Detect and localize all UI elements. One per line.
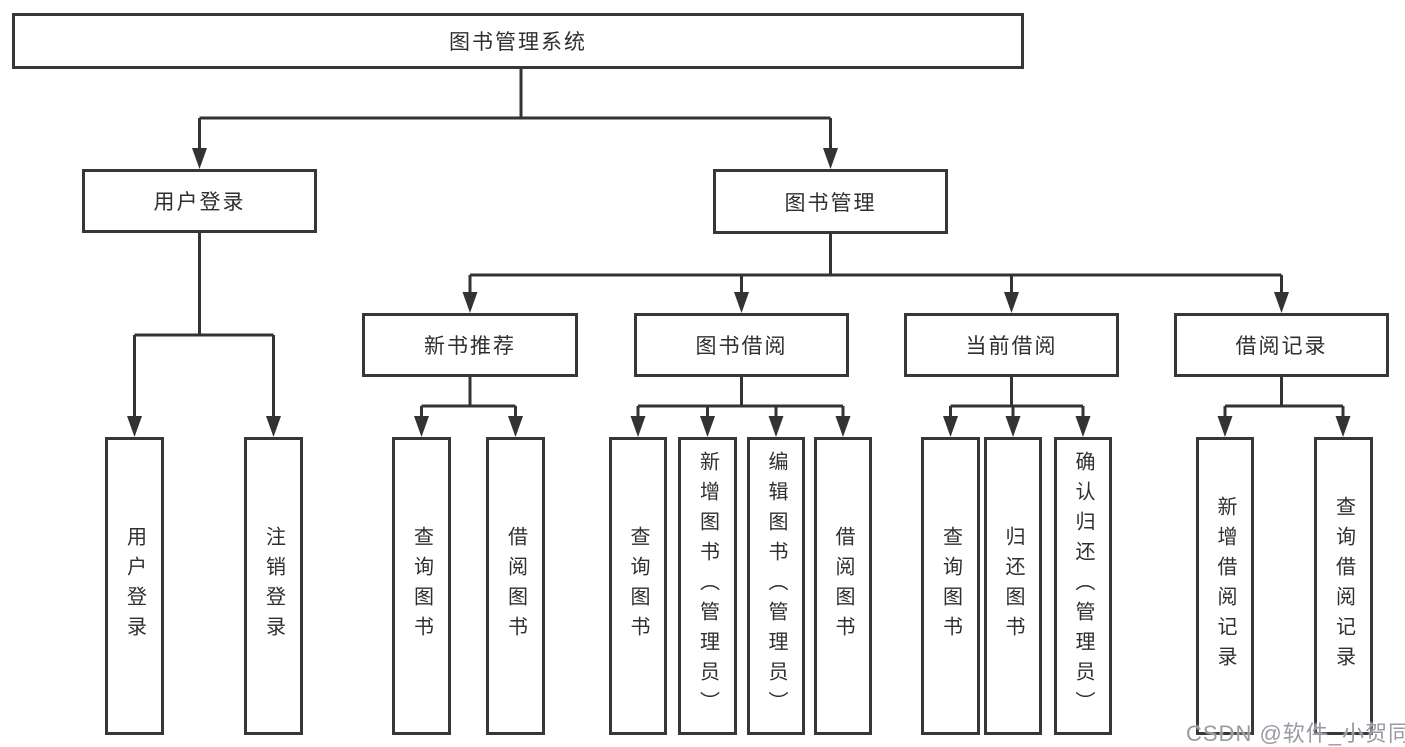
leaf-edit-books-admin: 编辑图书（管理员） <box>747 437 805 735</box>
node-new-book-recommend: 新书推荐 <box>362 313 578 377</box>
node-book-borrow: 图书借阅 <box>634 313 849 377</box>
leaf-user-login: 用户登录 <box>105 437 164 735</box>
connector-arrowhead <box>266 416 281 437</box>
leaf-current-query-books: 查询图书 <box>921 437 980 735</box>
connector-arrowhead <box>1335 416 1351 437</box>
connector-arrowhead <box>835 416 851 437</box>
connector-arrowhead <box>462 292 478 313</box>
connector-arrowhead <box>768 416 784 437</box>
connector-arrowhead <box>1217 416 1233 437</box>
connector-arrowhead <box>1005 416 1021 437</box>
connector-arrowhead <box>943 416 958 437</box>
node-book-management: 图书管理 <box>713 169 948 234</box>
node-user-login: 用户登录 <box>82 169 317 233</box>
leaf-recommend-query-books: 查询图书 <box>392 437 451 735</box>
connector-arrowhead <box>508 416 523 437</box>
leaf-query-borrow-record: 查询借阅记录 <box>1314 437 1373 735</box>
connector-arrowhead <box>1274 292 1289 313</box>
connector-arrowhead <box>414 416 429 437</box>
leaf-return-books: 归还图书 <box>984 437 1042 735</box>
watermark-text: CSDN @软件_小贺同学 <box>1186 721 1405 746</box>
node-borrow-records: 借阅记录 <box>1174 313 1389 377</box>
leaf-borrow-query-books: 查询图书 <box>609 437 667 735</box>
connector-arrowhead <box>1004 292 1019 313</box>
connector-arrowhead <box>127 416 142 437</box>
node-root: 图书管理系统 <box>12 13 1024 69</box>
node-current-borrow: 当前借阅 <box>904 313 1119 377</box>
leaf-borrow-books: 借阅图书 <box>814 437 872 735</box>
connector-arrowhead <box>630 416 646 437</box>
leaf-add-borrow-record: 新增借阅记录 <box>1196 437 1254 735</box>
leaf-logout: 注销登录 <box>244 437 303 735</box>
connector-arrowhead <box>823 148 838 169</box>
connector-arrowhead <box>192 148 207 169</box>
connector-arrowhead <box>1075 416 1091 437</box>
leaf-add-books-admin: 新增图书（管理员） <box>678 437 737 735</box>
leaf-confirm-return-admin: 确认归还（管理员） <box>1054 437 1112 735</box>
connector-trunk-paths <box>134 69 1343 408</box>
connector-arrowhead <box>700 416 715 437</box>
leaf-recommend-borrow-books: 借阅图书 <box>486 437 545 735</box>
connector-arrowhead <box>734 292 749 313</box>
